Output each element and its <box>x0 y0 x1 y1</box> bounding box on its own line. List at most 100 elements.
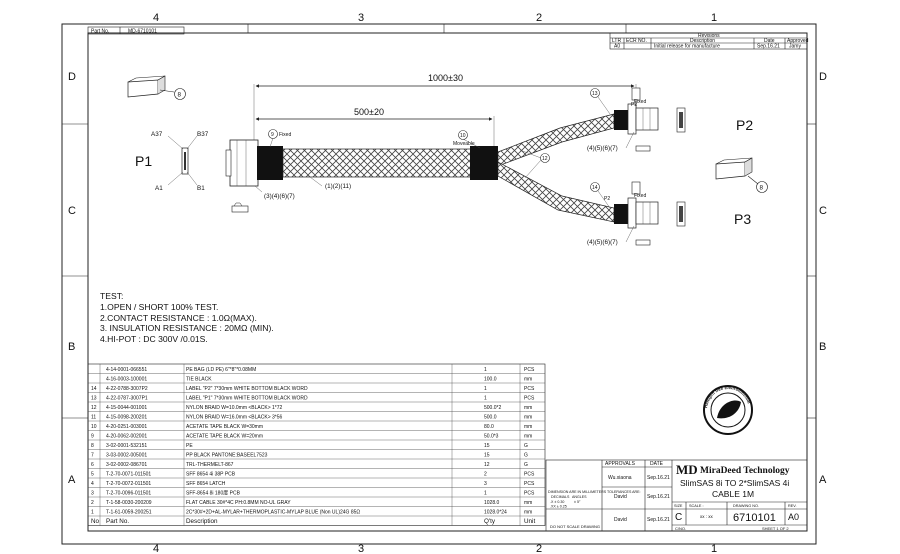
approvals-header: APPROVALS <box>605 461 636 467</box>
zone-row-c-right: C <box>819 205 827 217</box>
dimension-overall-label: 1000±30 <box>428 73 463 83</box>
bom-cell: NYLON BRAID W=10.0mm <BLACK> 1*72 <box>186 405 283 411</box>
bom-cell: 500.0*2 <box>484 405 501 411</box>
bom-cell: T-1-58-0030-200209 <box>106 500 152 506</box>
title-line-2: CABLE 1M <box>712 489 754 499</box>
zone-col-3-top: 3 <box>358 12 364 24</box>
bom-cell: 4-20-0062-002001 <box>106 433 147 439</box>
callout-fixed-p1: 9 Fixed <box>268 129 291 148</box>
size-label: SIZE <box>674 504 683 508</box>
bom-cell: 3 <box>484 481 487 487</box>
latch-icon-p1 <box>231 202 249 213</box>
zone-row-d-left: D <box>68 71 76 83</box>
bom-cell: PCS <box>524 490 535 496</box>
rev-row-approved: Jamy <box>789 44 801 50</box>
scale-label: SCALE : <box>689 504 704 508</box>
callout-13-number: 13 <box>592 91 598 97</box>
approver-mid: David <box>614 494 627 500</box>
bom-cell: 1028.0*24 <box>484 509 507 515</box>
bom-cell: 1 <box>484 490 487 496</box>
branch-cable-p2 <box>497 113 615 167</box>
zone-row-b-left: B <box>68 341 75 353</box>
cno-label: C/NO. <box>675 526 686 531</box>
bom-cell: 15 <box>484 452 490 458</box>
bom-cell: LABEL "P1" 7*30mm WHITE BOTTOM BLACK WOR… <box>186 395 308 401</box>
angles-label: ANGLES <box>572 495 587 499</box>
bag-icon-right: 8 <box>715 157 768 193</box>
callout-moveable: 10 Moveable <box>453 130 481 149</box>
dimension-split-label: 500±20 <box>354 107 384 117</box>
leaf-icon <box>717 400 741 419</box>
zone-col-2-bottom: 2 <box>536 543 542 554</box>
p2-small-label: P2 <box>631 102 637 108</box>
size-value: C <box>675 512 682 523</box>
bom-cell: TRL-THERMELT-867 <box>186 462 234 468</box>
bom-cell: 80.0 <box>484 424 494 430</box>
dimension-split: 500±20 <box>255 107 495 150</box>
bom-cell: 3-02-0001-532151 <box>106 443 147 449</box>
bom-cell: SFF 8654 4i 38P PCB <box>186 471 236 477</box>
tolerance-angle: ± 5° <box>574 500 581 504</box>
callout-8-top: 8 <box>178 92 182 99</box>
bom-cell: 2 <box>484 471 487 477</box>
callout-14-number: 14 <box>592 185 598 191</box>
rev-header-date: Date <box>764 38 775 44</box>
p1-end-view: A37 B37 A1 B1 P1 <box>135 131 209 192</box>
branch-cable-p3 <box>497 161 615 223</box>
test-line-3: 3. INSULATION RESISTANCE : 20MΩ (MIN). <box>100 323 274 334</box>
company-logo: MD <box>676 462 698 477</box>
bom-cell: 4-20-0251-003001 <box>106 424 147 430</box>
bom-cell: 2C*30#+2D+AL-MYLAR+THERMOPLASTIC-MYLAP B… <box>186 509 360 515</box>
bom-cell: 9 <box>91 433 94 439</box>
rev-row-ltr: A0 <box>614 44 620 50</box>
bom-cell: 4-15-0098-200201 <box>106 414 147 420</box>
callout-12-number: 12 <box>542 156 548 162</box>
bom-cell: LABEL "P2" 7*30mm WHITE BOTTOM BLACK WOR… <box>186 386 308 392</box>
bom-cell: 2 <box>91 500 94 506</box>
bom-cell: 4-22-0787-3007P1 <box>106 395 148 401</box>
p3-small-label: P2 <box>604 196 610 202</box>
bom-cell: 1 <box>484 395 487 401</box>
rev-value: A0 <box>788 512 799 522</box>
rev-label: REV. <box>788 504 797 508</box>
bom-cell: mm <box>524 509 532 515</box>
callout-8-right: 8 <box>760 185 764 192</box>
zone-col-2-top: 2 <box>536 12 542 24</box>
bom-cell: TIE BLACK <box>186 376 212 382</box>
bom-cell: 13 <box>91 395 97 401</box>
bom-cell: PCS <box>524 395 535 401</box>
bom-cell: mm <box>524 414 532 420</box>
bom-cell: PE BAG (LD PE) 6"*8"*0.08MM <box>186 367 256 373</box>
bom-cell: NYLON BRAID W=16.0mm <BLACK> 3*56 <box>186 414 283 420</box>
bom-cell: 500.0 <box>484 414 497 420</box>
bom-cell: PCS <box>524 471 535 477</box>
bom-cell: 5 <box>91 471 94 477</box>
bom-cell: 4 <box>91 481 94 487</box>
bom-cell: 7 <box>91 452 94 458</box>
decimals-label: DECIMALS <box>551 495 570 499</box>
bom-cell: 4-16-0003-100001 <box>106 376 147 382</box>
balloons-p3: (4)(5)(6)(7) <box>587 239 618 246</box>
part-no-value: MD-6710101 <box>128 29 157 35</box>
title-line-1: SlimSAS 8i TO 2*SlimSAS 4i <box>680 478 789 488</box>
rev-header-ltr: LTR <box>612 38 621 44</box>
pin-a37: A37 <box>151 131 163 138</box>
company-name: MiraDeed Technology <box>700 466 790 476</box>
tolerance-2: .XX ± 0.25 <box>550 505 567 509</box>
p3-connector: P2 P3 <box>604 181 751 229</box>
bom-cell: mm <box>524 376 532 382</box>
callout-fixed-p3: Fixed <box>634 193 646 199</box>
callout-fixed-p2: Fixed <box>634 99 646 105</box>
bom-cell: T-2-70-0072-011501 <box>106 481 151 487</box>
bom-cell: 1028.0 <box>484 500 500 506</box>
bom-header: Part No. <box>106 518 129 525</box>
latch-icon-p2 <box>635 145 651 152</box>
title-block: APPROVALS DATE Wu.xiaona Sep.16.21 David… <box>545 459 808 532</box>
bom-cell: PCS <box>524 386 535 392</box>
balloons-p1: (3)(4)(6)(7) <box>264 193 295 200</box>
bom-cell: PE <box>186 443 193 449</box>
zone-col-1-top: 1 <box>711 12 717 24</box>
bom-cell: 1 <box>484 386 487 392</box>
zone-col-4-top: 4 <box>153 12 159 24</box>
